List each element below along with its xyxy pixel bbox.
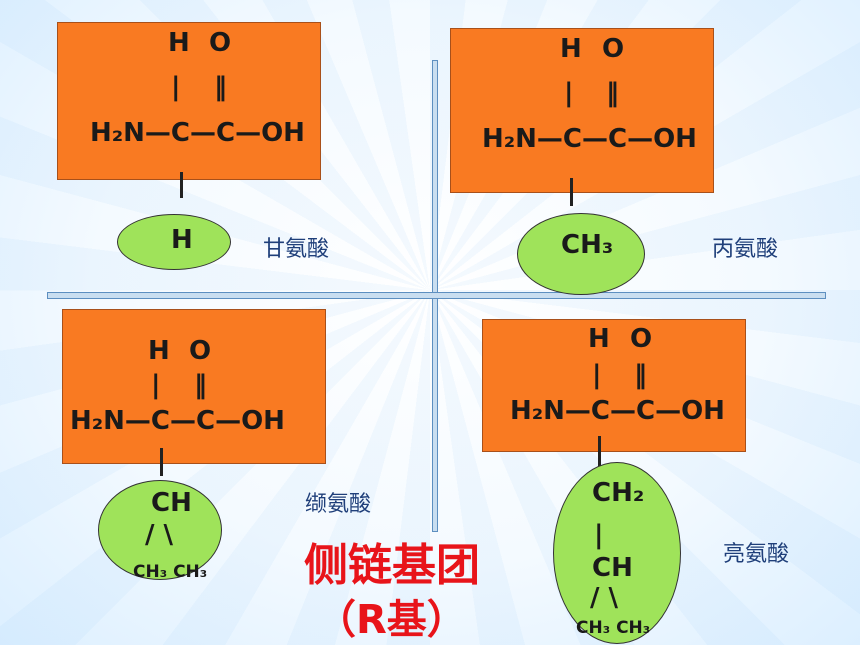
alanine-backbone-formula: H₂N—C—C—OH [482,124,697,154]
valine-side-bond [160,448,163,476]
glycine-name: 甘氨酸 [263,237,330,262]
leucine-backbone-box [482,319,746,452]
leucine-single-bond: | [592,360,602,390]
leucine-r-group-ch2: CH₂ [592,478,645,508]
valine-h-atom: H [148,336,170,366]
valine-backbone-formula: H₂N—C—C—OH [70,406,285,436]
leucine-side-bond [598,436,601,466]
horizontal-divider [47,292,826,299]
glycine-r-group: H [171,225,193,255]
leucine-r-group-methyls: CH₃ CH₃ [576,618,651,638]
valine-double-bond: ‖ [194,370,207,400]
glycine-single-bond: | [171,72,181,102]
glycine-o-atom: O [209,28,232,58]
alanine-r-group: CH₃ [561,230,614,260]
r-group-caption: （R基） [316,597,467,643]
glycine-r-group-ellipse [117,214,231,270]
valine-o-atom: O [189,336,212,366]
valine-backbone-box [62,309,326,464]
leucine-double-bond: ‖ [634,360,647,390]
alanine-double-bond: ‖ [606,78,619,108]
glycine-backbone-formula: H₂N—C—C—OH [90,118,305,148]
valine-r-group-ch: CH [151,488,192,518]
alanine-side-bond [570,178,573,206]
alanine-backbone-box [450,28,714,193]
leucine-backbone-formula: H₂N—C—C—OH [510,396,725,426]
alanine-single-bond: | [564,78,574,108]
alanine-name: 丙氨酸 [712,237,779,262]
alanine-o-atom: O [602,34,625,64]
leucine-r-group-ch: CH [592,553,633,583]
leucine-r-group-bond: | [594,520,604,550]
glycine-double-bond: ‖ [214,72,227,102]
side-chain-caption: 侧链基团 [304,540,480,591]
leucine-o-atom: O [630,324,653,354]
leucine-r-group-fork: / \ [590,583,619,613]
valine-r-group-fork: / \ [145,520,174,550]
glycine-h-atom: H [168,28,190,58]
valine-single-bond: | [151,370,161,400]
leucine-name: 亮氨酸 [723,542,790,567]
valine-r-group-methyls: CH₃ CH₃ [133,562,208,582]
glycine-backbone-box [57,22,321,180]
alanine-r-group-ellipse [517,213,645,295]
leucine-r-group-ellipse [553,462,681,644]
alanine-h-atom: H [560,34,582,64]
valine-name: 缬氨酸 [305,492,372,517]
valine-r-group-ellipse [98,480,222,580]
leucine-h-atom: H [588,324,610,354]
glycine-side-bond [180,172,183,198]
